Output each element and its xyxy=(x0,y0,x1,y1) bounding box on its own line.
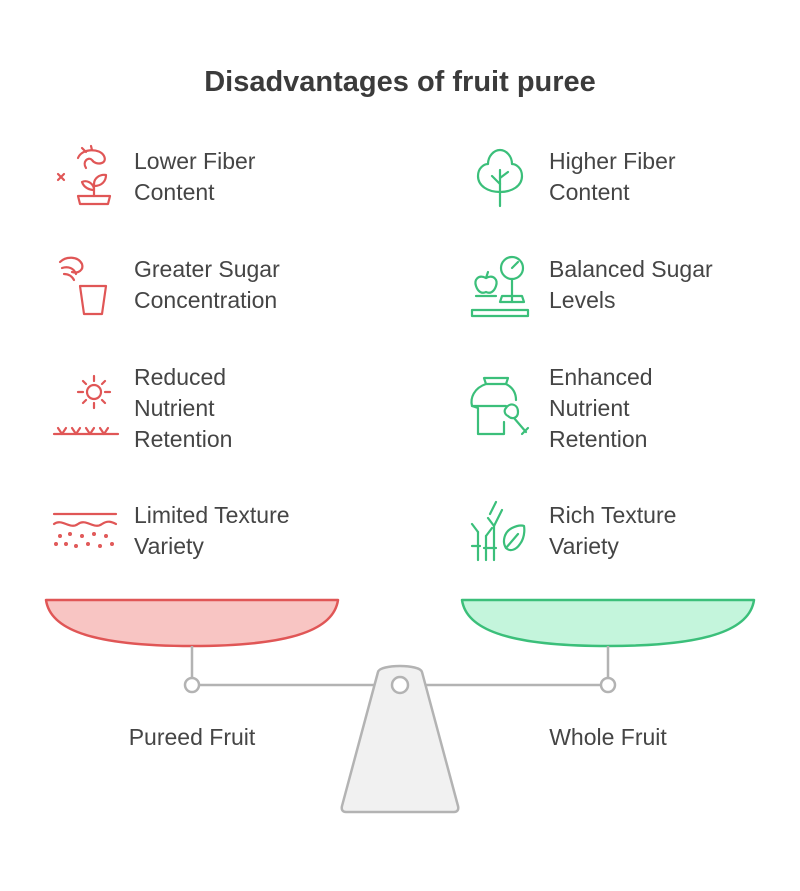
right-pivot xyxy=(599,676,617,694)
left-pan xyxy=(44,598,340,648)
hand-pouring-cup-icon xyxy=(58,256,108,316)
right-item-line2: Nutrient xyxy=(549,395,630,421)
left-item-line1: Reduced xyxy=(134,364,227,390)
right-item-line2: Content xyxy=(549,179,630,205)
left-item-line1: Greater Sugar xyxy=(134,256,280,282)
left-pivot xyxy=(183,676,201,694)
left-item-line1: Lower Fiber xyxy=(134,148,256,174)
plants-and-leaf-icon xyxy=(470,500,526,562)
center-pivot xyxy=(390,675,410,695)
left-item-line2: Concentration xyxy=(134,287,278,313)
left-item-line1: Limited Texture xyxy=(134,502,290,528)
right-pan-label: Whole Fruit xyxy=(549,724,667,750)
right-item-line3: Retention xyxy=(549,426,648,452)
left-pan-label: Pureed Fruit xyxy=(128,724,256,750)
shrimp-plant-icon xyxy=(56,144,112,206)
left-item-line2: Nutrient xyxy=(134,395,215,421)
right-item-line2: Variety xyxy=(549,533,619,559)
left-item-line2: Content xyxy=(134,179,215,205)
apple-on-scale-icon xyxy=(470,255,530,318)
right-item-line1: Higher Fiber xyxy=(549,148,676,174)
tree-icon xyxy=(476,148,524,208)
diagram-title: Disadvantages of fruit puree xyxy=(204,66,596,98)
right-item-line1: Balanced Sugar xyxy=(549,256,713,282)
jar-with-brush-icon xyxy=(470,376,530,436)
soil-layers-icon xyxy=(52,512,118,548)
scale-base xyxy=(340,664,460,814)
right-item-line1: Rich Texture xyxy=(549,502,677,528)
left-item-line3: Retention xyxy=(134,426,233,452)
right-item-line2: Levels xyxy=(549,287,616,313)
right-pan xyxy=(460,598,756,648)
sun-over-grass-icon xyxy=(52,374,120,436)
left-item-line2: Variety xyxy=(134,533,204,559)
right-item-line1: Enhanced xyxy=(549,364,653,390)
